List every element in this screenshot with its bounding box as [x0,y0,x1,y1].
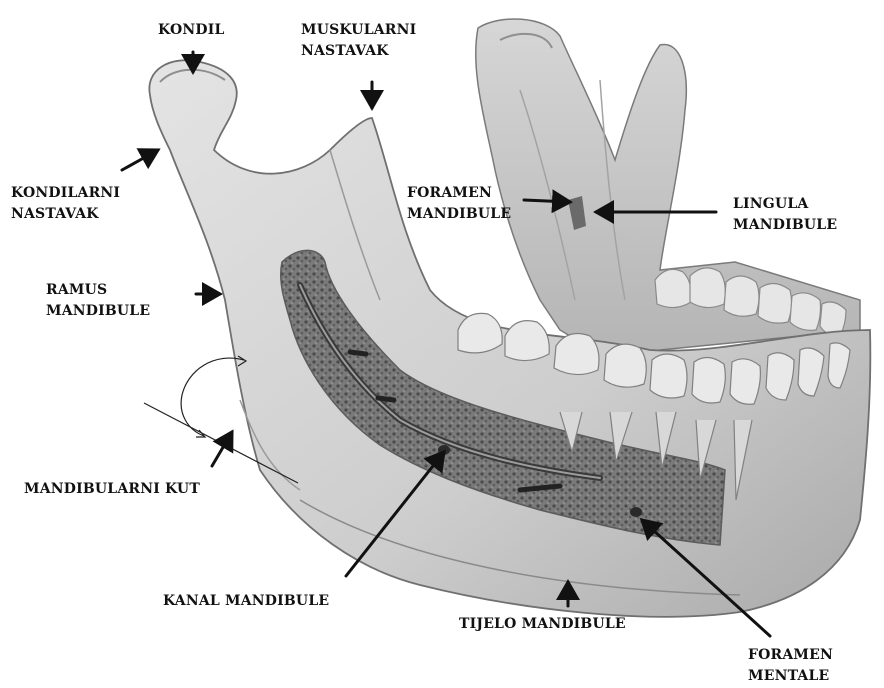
label-foramen-mandibule-line1: FORAMEN [407,183,511,204]
label-mandibularni-kut-text: MANDIBULARNI KUT [24,479,200,500]
label-kondilarni-nastavak: KONDILARNI NASTAVAK [11,183,120,225]
label-mandibularni-kut: MANDIBULARNI KUT [24,479,200,500]
label-kondilarni-line1: KONDILARNI [11,183,120,204]
label-kondil: KONDIL [158,20,225,41]
label-kondil-text: KONDIL [158,20,225,41]
arrow-kondilarni [122,150,158,170]
label-foramen-mentale-line2: MENTALE [748,666,833,687]
label-kanal-mandibule-text: KANAL MANDIBULE [163,591,329,612]
arrow-foramen-mandibule [524,200,570,202]
label-lingula-line2: MANDIBULE [733,215,837,236]
label-ramus-line2: MANDIBULE [46,301,150,322]
label-foramen-mentale-line1: FORAMEN [748,645,833,666]
label-foramen-mandibule: FORAMEN MANDIBULE [407,183,511,225]
label-kanal-mandibule: KANAL MANDIBULE [163,591,329,612]
arrow-mandibularni-kut [212,432,232,466]
label-muskularni-line1: MUSKULARNI [301,20,416,41]
label-tijelo-mandibule: TIJELO MANDIBULE [459,614,626,635]
label-foramen-mentale: FORAMEN MENTALE [748,645,833,687]
label-tijelo-mandibule-text: TIJELO MANDIBULE [459,614,626,635]
label-foramen-mandibule-line2: MANDIBULE [407,204,511,225]
label-lingula-mandibule: LINGULA MANDIBULE [733,194,837,236]
label-kondilarni-line2: NASTAVAK [11,204,120,225]
label-ramus-line1: RAMUS [46,280,150,301]
label-muskularni-line2: NASTAVAK [301,41,416,62]
label-muskularni-nastavak: MUSKULARNI NASTAVAK [301,20,416,62]
label-ramus-mandibule: RAMUS MANDIBULE [46,280,150,322]
label-lingula-line1: LINGULA [733,194,837,215]
